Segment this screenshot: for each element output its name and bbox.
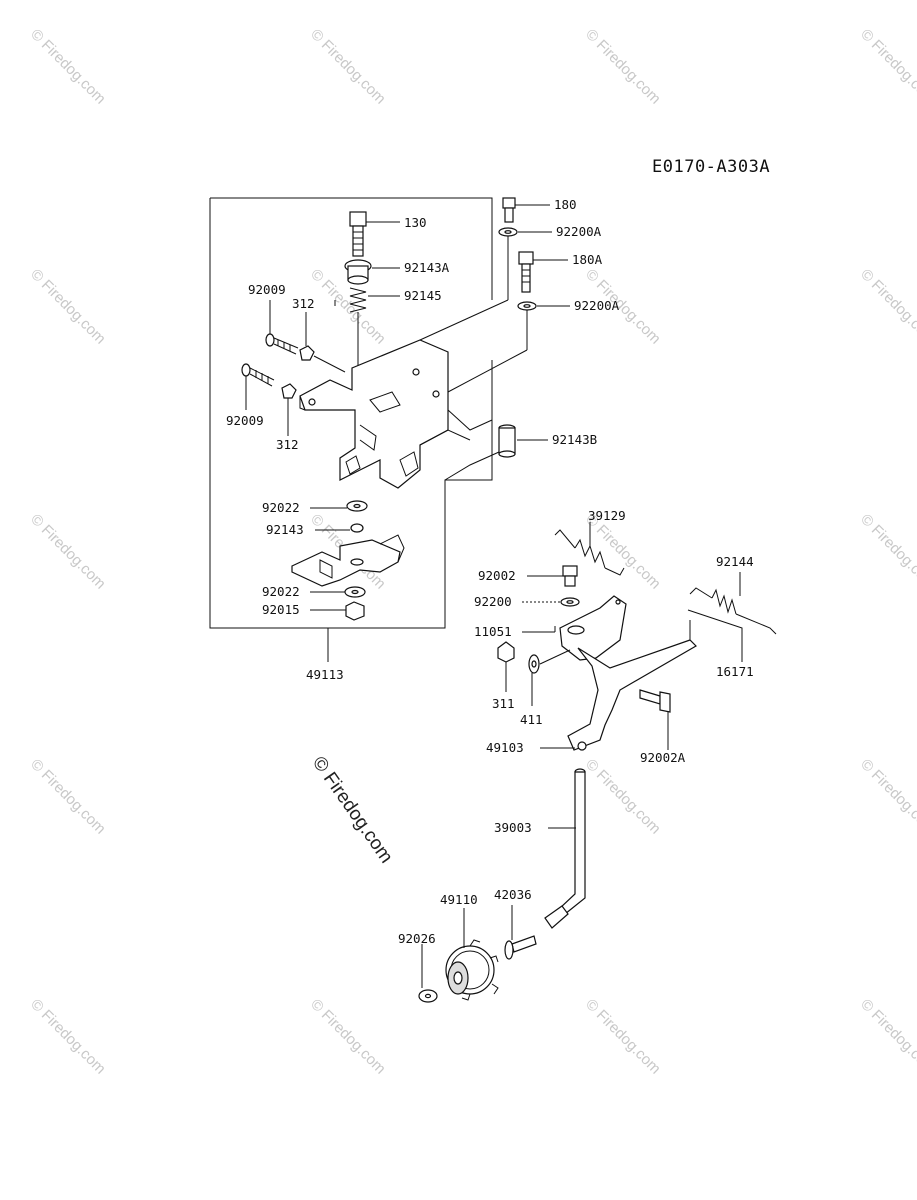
collar-92143A [344, 259, 400, 285]
collar-92143B [444, 409, 548, 481]
watermark: © Firedog.com [582, 996, 664, 1078]
watermark: © Firedog.com [27, 26, 109, 108]
part-label: 11051 [474, 624, 512, 639]
assembly-bracket-49113 [209, 197, 493, 662]
screw-92009-upper [265, 300, 299, 355]
diagram-code: E0170-A303A [652, 157, 770, 177]
washer-92200A-lower [447, 301, 570, 393]
watermark: © Firedog.com [857, 26, 917, 108]
screw-92009-lower [241, 363, 275, 410]
watermark: © Firedog.com [582, 756, 664, 838]
part-label: 92002A [640, 750, 686, 765]
watermark: © Firedog.com [307, 996, 389, 1078]
collar-92143 [315, 523, 364, 533]
watermark: © Firedog.com [27, 756, 109, 838]
pin-42036 [504, 905, 537, 960]
bolt-92002 [527, 565, 578, 587]
part-label: 16171 [716, 664, 754, 679]
gear-49110 [445, 908, 499, 1001]
washer-411 [528, 649, 571, 706]
part-label: 92015 [262, 602, 300, 617]
washer-92022-upper [310, 500, 368, 512]
part-label: 311 [492, 696, 515, 711]
part-label: 92002 [478, 568, 516, 583]
bolt-180 [502, 197, 550, 223]
part-label: 49110 [440, 892, 478, 907]
nut-92015 [310, 601, 365, 621]
nut-311 [497, 641, 515, 692]
part-label: 92143 [266, 522, 304, 537]
part-labels: 130 92143A 92145 92009 312 92009 312 920… [226, 197, 754, 946]
washer-92200 [522, 597, 580, 607]
watermark: © Firedog.com [857, 756, 917, 838]
nut-312-lower [281, 383, 297, 436]
part-label: 312 [276, 437, 299, 452]
bolt-92002A [639, 689, 671, 750]
watermark-layer: © Firedog.com © Firedog.com © Firedog.co… [27, 26, 917, 1078]
bolt-180A [518, 251, 568, 293]
rod-39003 [544, 768, 586, 929]
part-label: 92143A [404, 260, 450, 275]
lever-bracket-lower [291, 534, 405, 587]
lever-11051 [522, 595, 627, 661]
part-label: 312 [292, 296, 315, 311]
part-label: 130 [404, 215, 427, 230]
washer-92022-lower [310, 586, 366, 598]
watermark: © Firedog.com [27, 511, 109, 593]
part-label: 411 [520, 712, 543, 727]
part-label: 92022 [262, 500, 300, 515]
part-label: 92026 [398, 931, 436, 946]
watermark: © Firedog.com [857, 996, 917, 1078]
part-label: 92009 [226, 413, 264, 428]
watermark: © Firedog.com [27, 996, 109, 1078]
watermark-center: © Firedog.com [308, 753, 397, 867]
watermark: © Firedog.com [27, 266, 109, 348]
part-label: 39129 [588, 508, 626, 523]
spring-39129 [554, 522, 625, 576]
part-label: 39003 [494, 820, 532, 835]
washer-92026 [418, 944, 438, 1003]
part-label: 49113 [306, 667, 344, 682]
part-label: 92200A [574, 298, 620, 313]
bolt-130 [349, 211, 400, 257]
watermark: © Firedog.com [857, 511, 917, 593]
link-16171 [687, 609, 743, 662]
part-label: 92145 [404, 288, 442, 303]
lever-49103 [540, 620, 697, 751]
watermark: © Firedog.com [307, 26, 389, 108]
part-label: 180 [554, 197, 577, 212]
watermark: © Firedog.com [857, 266, 917, 348]
part-label: 92200A [556, 224, 602, 239]
part-label: 92009 [248, 282, 286, 297]
washer-92200A-upper [419, 227, 552, 341]
nut-312-upper [299, 312, 346, 373]
part-label: 92143B [552, 432, 597, 447]
watermark: © Firedog.com [582, 511, 664, 593]
spring-92144 [689, 572, 777, 635]
part-label: 180A [572, 252, 603, 267]
part-label: 49103 [486, 740, 524, 755]
part-label: 92144 [716, 554, 754, 569]
control-bracket-plate [299, 339, 471, 489]
part-label: 92022 [262, 584, 300, 599]
watermark: © Firedog.com [582, 26, 664, 108]
part-label: 42036 [494, 887, 532, 902]
part-label: 92200 [474, 594, 512, 609]
